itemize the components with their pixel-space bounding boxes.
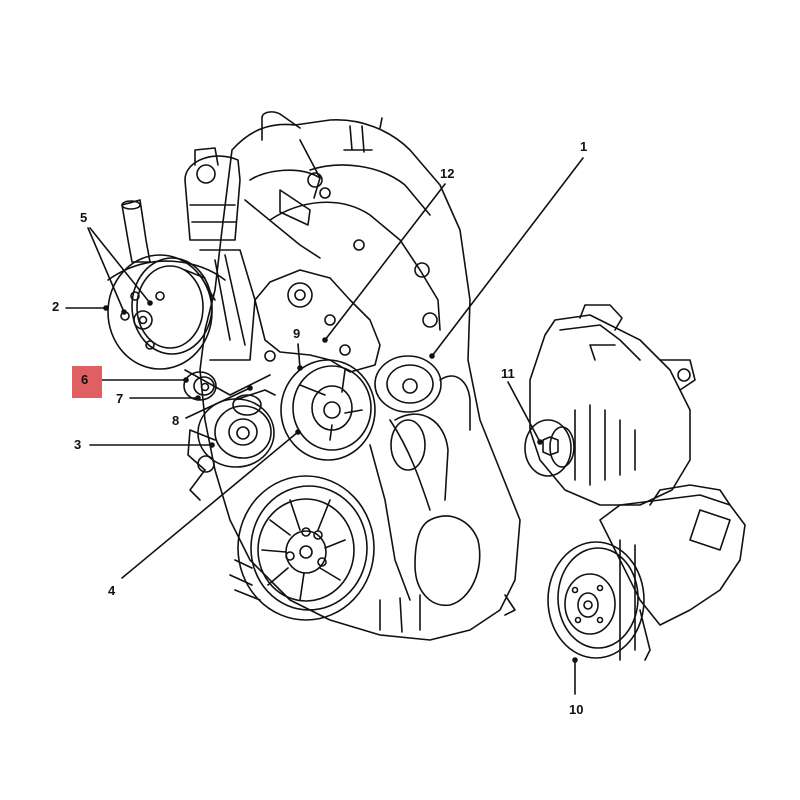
leader-line-7: [130, 396, 200, 400]
leader-line-12: [323, 184, 445, 342]
callout-11[interactable]: 11: [501, 366, 515, 381]
accessory-drive-belt: [108, 261, 270, 395]
leader-line-5b: [90, 228, 152, 305]
water-pump-pulley: [281, 360, 375, 460]
callout-12[interactable]: 12: [440, 166, 455, 181]
idler-pulley: [198, 399, 274, 467]
leader-line-5a: [88, 228, 126, 314]
callout-9[interactable]: 9: [293, 326, 301, 341]
callout-6-highlight: [72, 366, 102, 398]
callout-1[interactable]: 1: [580, 139, 588, 154]
leader-line-10: [573, 658, 577, 694]
oil-filter-housing: [185, 148, 240, 240]
generator: [525, 305, 695, 505]
callout-8[interactable]: 8: [172, 413, 180, 428]
leader-line-6: [96, 378, 188, 382]
leader-line-9: [298, 344, 302, 370]
callout-10[interactable]: 10: [569, 702, 584, 717]
belt-tensioner: [233, 390, 275, 415]
callout-2[interactable]: 2: [52, 299, 60, 314]
callout-6[interactable]: 6: [81, 372, 89, 387]
crankshaft-damper: [238, 476, 374, 620]
leader-line-1: [430, 158, 583, 358]
leader-line-8: [186, 386, 252, 418]
leader-line-2: [66, 306, 108, 310]
leader-line-4: [122, 430, 300, 578]
engine-block: [188, 112, 520, 640]
leader-line-11: [508, 382, 542, 444]
timing-cover: [370, 420, 430, 600]
upper-idler-pulley: [375, 356, 441, 412]
leader-line-3: [90, 443, 214, 447]
callout-5[interactable]: 5: [80, 210, 88, 225]
callout-4[interactable]: 4: [108, 583, 116, 598]
coolant-pipe: [122, 200, 150, 262]
accessory-bracket: [255, 270, 380, 372]
power-steering-pump-pulley: [108, 255, 215, 369]
ac-compressor: [548, 485, 745, 660]
callout-7[interactable]: 7: [116, 391, 124, 406]
callout-3[interactable]: 3: [74, 437, 82, 452]
steering-pump-bracket: [200, 250, 255, 360]
